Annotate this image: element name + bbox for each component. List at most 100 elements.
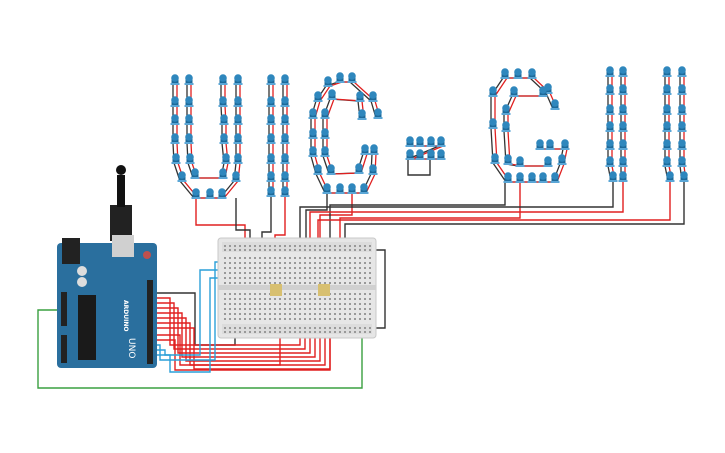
led[interactable]	[426, 149, 436, 160]
led[interactable]	[618, 121, 628, 132]
led[interactable]	[436, 149, 446, 160]
led[interactable]	[354, 163, 364, 174]
led[interactable]	[677, 66, 687, 77]
wire[interactable]	[305, 193, 328, 245]
wire[interactable]	[37, 309, 363, 389]
led[interactable]	[543, 156, 553, 167]
led[interactable]	[605, 104, 615, 115]
wire[interactable]	[153, 269, 250, 356]
led[interactable]	[415, 149, 425, 160]
led[interactable]	[605, 84, 615, 95]
led[interactable]	[415, 136, 425, 147]
resistor-bank-right[interactable]	[318, 284, 330, 296]
reset-button[interactable]	[143, 251, 151, 259]
led[interactable]	[515, 156, 525, 167]
led[interactable]	[373, 108, 383, 119]
led[interactable]	[320, 108, 330, 119]
wire[interactable]	[376, 249, 386, 329]
led[interactable]	[500, 68, 510, 79]
led[interactable]	[436, 136, 446, 147]
led[interactable]	[219, 114, 229, 125]
led[interactable]	[618, 104, 628, 115]
led[interactable]	[538, 86, 548, 97]
led[interactable]	[322, 183, 332, 194]
led[interactable]	[280, 153, 290, 164]
led[interactable]	[662, 66, 672, 77]
wire[interactable]	[153, 300, 321, 362]
led[interactable]	[233, 133, 243, 144]
wire[interactable]	[299, 182, 614, 245]
led[interactable]	[605, 121, 615, 132]
led[interactable]	[280, 186, 290, 197]
led[interactable]	[205, 188, 215, 199]
led[interactable]	[170, 74, 180, 85]
led[interactable]	[266, 74, 276, 85]
led[interactable]	[608, 171, 618, 182]
led[interactable]	[605, 139, 615, 150]
led[interactable]	[513, 68, 523, 79]
led[interactable]	[368, 91, 378, 102]
led[interactable]	[618, 84, 628, 95]
led[interactable]	[184, 96, 194, 107]
led[interactable]	[503, 154, 513, 165]
led[interactable]	[605, 66, 615, 77]
led[interactable]	[488, 118, 498, 129]
led[interactable]	[266, 153, 276, 164]
led[interactable]	[280, 74, 290, 85]
led[interactable]	[538, 172, 548, 183]
led[interactable]	[231, 171, 241, 182]
led[interactable]	[320, 128, 330, 139]
led[interactable]	[535, 139, 545, 150]
led[interactable]	[488, 86, 498, 97]
led[interactable]	[218, 74, 228, 85]
led[interactable]	[280, 114, 290, 125]
led[interactable]	[662, 84, 672, 95]
led[interactable]	[509, 86, 519, 97]
led[interactable]	[677, 139, 687, 150]
led[interactable]	[320, 146, 330, 157]
wire[interactable]	[407, 160, 431, 176]
led[interactable]	[501, 121, 511, 132]
led[interactable]	[662, 156, 672, 167]
wire[interactable]	[153, 290, 281, 366]
wire[interactable]	[195, 198, 246, 245]
led[interactable]	[677, 156, 687, 167]
led[interactable]	[550, 172, 560, 183]
led[interactable]	[677, 121, 687, 132]
led[interactable]	[280, 171, 290, 182]
led[interactable]	[327, 89, 337, 100]
led[interactable]	[280, 133, 290, 144]
led[interactable]	[170, 133, 180, 144]
led[interactable]	[233, 96, 243, 107]
led[interactable]	[527, 172, 537, 183]
led[interactable]	[355, 91, 365, 102]
led[interactable]	[662, 104, 672, 115]
led[interactable]	[557, 154, 567, 165]
led[interactable]	[323, 76, 333, 87]
led[interactable]	[326, 164, 336, 175]
led[interactable]	[190, 168, 200, 179]
led[interactable]	[308, 108, 318, 119]
led[interactable]	[266, 133, 276, 144]
led[interactable]	[347, 183, 357, 194]
wire[interactable]	[344, 182, 685, 260]
led[interactable]	[369, 144, 379, 155]
led[interactable]	[266, 114, 276, 125]
led[interactable]	[313, 91, 323, 102]
wire[interactable]	[329, 182, 506, 260]
led[interactable]	[308, 128, 318, 139]
led[interactable]	[335, 183, 345, 194]
led[interactable]	[545, 139, 555, 150]
led[interactable]	[219, 133, 229, 144]
led[interactable]	[185, 153, 195, 164]
led[interactable]	[665, 171, 675, 182]
led[interactable]	[618, 139, 628, 150]
breadboard[interactable]	[217, 237, 377, 339]
led[interactable]	[618, 171, 628, 182]
led[interactable]	[170, 114, 180, 125]
led[interactable]	[308, 146, 318, 157]
arduino-uno[interactable]: ARDUINO UNO	[57, 165, 157, 368]
led[interactable]	[266, 186, 276, 197]
led[interactable]	[171, 153, 181, 164]
